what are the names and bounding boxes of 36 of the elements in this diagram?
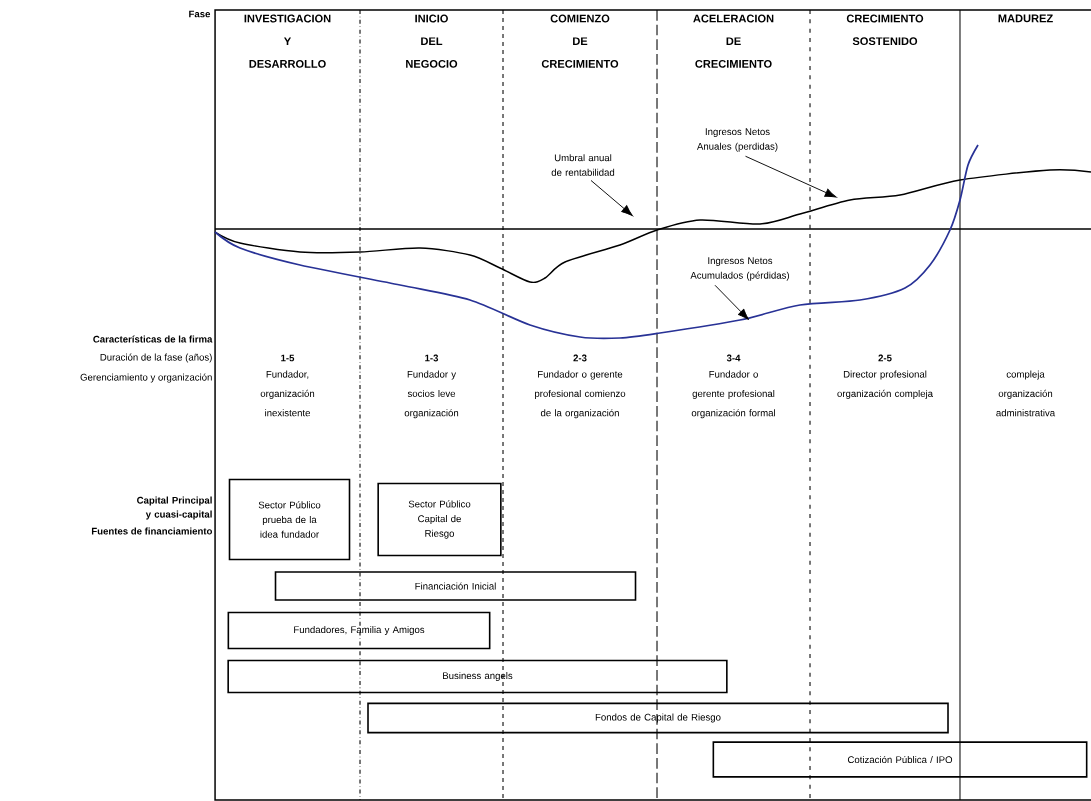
duration-value: 1-3 bbox=[425, 354, 439, 362]
phase-heading: ACELERACION DE CRECIMIENTO bbox=[693, 14, 774, 68]
row-label: Capital Principal y cuasi-capital bbox=[137, 496, 212, 520]
phase-heading: INVESTIGACION Y DESARROLLO bbox=[244, 14, 331, 68]
cell-text: Fundador o gerente profesional organización formal bbox=[691, 370, 775, 419]
duration-value: 2-3 bbox=[573, 354, 587, 362]
funding-box: Fundadores, Familia y Amigos bbox=[227, 611, 491, 650]
funding-box: Business angels bbox=[227, 659, 728, 694]
curve-caption: Ingresos Netos Acumulados (pérdidas) bbox=[690, 257, 789, 281]
cell-text: Director profesional organización compleja bbox=[837, 370, 933, 399]
leader-line bbox=[714, 284, 750, 320]
funding-box: Cotización Pública / IPO bbox=[712, 741, 1088, 778]
row-label: Duración de la fase (años) bbox=[100, 353, 212, 363]
row-label: Características de la firma bbox=[93, 335, 213, 343]
cell-text: Fundador, organización inexistente bbox=[260, 370, 315, 417]
cell-text: Fundador y socios leve organización bbox=[404, 370, 459, 419]
row-label: Fuentes de financiamiento bbox=[91, 527, 212, 535]
funding-box: Fondos de Capital de Riesgo bbox=[367, 702, 949, 734]
funding-box: Sector Público Capital de Riesgo bbox=[377, 482, 502, 557]
duration-value: 1-5 bbox=[281, 354, 295, 362]
leader-line bbox=[745, 155, 837, 198]
row-label: Fase bbox=[189, 10, 211, 18]
curve-caption: Umbral anual de rentabilidad bbox=[551, 154, 615, 176]
phase-heading: CRECIMIENTO SOSTENIDO bbox=[846, 14, 924, 46]
row-label: Gerenciamiento y organización bbox=[80, 373, 212, 383]
phase-heading: MADUREZ bbox=[998, 14, 1053, 23]
cell-text: Fundador o gerente profesional comienzo de la organización bbox=[535, 370, 626, 419]
funding-box: Sector Público prueba de la idea fundador bbox=[228, 478, 351, 561]
phase-heading: INICIO DEL NEGOCIO bbox=[406, 14, 458, 68]
duration-value: 2-5 bbox=[878, 354, 892, 362]
phase-heading: COMIENZO DE CRECIMIENTO bbox=[541, 14, 619, 68]
funding-box: Financiación Inicial bbox=[274, 571, 637, 601]
duration-value: 3-4 bbox=[726, 354, 741, 362]
cell-text: compleja organización administrativa bbox=[996, 370, 1056, 417]
curve-caption: Ingresos Netos Anuales (perdidas) bbox=[697, 128, 778, 152]
leader-line bbox=[590, 180, 633, 217]
